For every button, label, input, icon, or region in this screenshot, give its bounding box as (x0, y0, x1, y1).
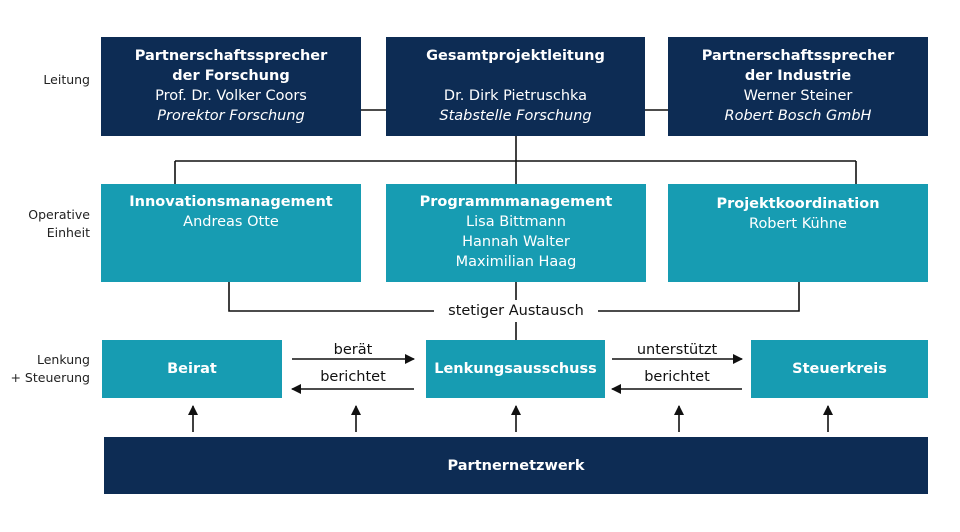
box-person-name: Andreas Otte (183, 214, 279, 230)
box-programmmanagement: Programmmanagement Lisa Bittmann Hannah … (386, 184, 646, 282)
box-innovationsmanagement: Innovationsmanagement Andreas Otte (101, 184, 361, 282)
box-person-name: Prof. Dr. Volker Coors (155, 88, 307, 104)
box-partnernetzwerk: Partnernetzwerk (104, 437, 928, 494)
box-spacer (513, 66, 518, 86)
box-person-name: Maximilian Haag (455, 254, 577, 270)
edge-label-berichtet-right: berichtet (644, 369, 710, 385)
row-label-operative-line1: Operative (28, 207, 90, 222)
box-gesamtprojektleitung: Gesamtprojektleitung Dr. Dirk Pietruschk… (386, 37, 645, 136)
box-title: Steuerkreis (792, 361, 887, 377)
edge-label-unterstuetzt: unterstützt (636, 342, 718, 358)
box-title-line2: der Forschung (172, 68, 290, 84)
box-title: Partnernetzwerk (447, 457, 585, 474)
box-person-role: Stabstelle Forschung (439, 108, 592, 124)
box-person-role: Robert Bosch GmbH (724, 108, 872, 124)
box-title-line2: der Industrie (744, 68, 852, 84)
edge-label-berichtet-left: berichtet (320, 369, 386, 385)
box-title: Gesamtprojektleitung (426, 48, 605, 64)
row-label-lenkung-line2: + Steuerung (10, 370, 90, 385)
box-partnerschaftssprecher-industrie: Partnerschaftssprecher der Industrie Wer… (668, 37, 928, 136)
box-title-line1: Partnerschaftssprecher (701, 48, 895, 64)
row-label-operative-line2: Einheit (46, 225, 90, 240)
row-label-leitung: Leitung (6, 71, 90, 89)
edge-label-beraet: berät (333, 342, 373, 358)
box-title: Beirat (167, 361, 217, 377)
box-person-name: Werner Steiner (743, 88, 853, 104)
row-label-lenkung-line1: Lenkung (37, 352, 90, 367)
box-person-name: Dr. Dirk Pietruschka (443, 88, 588, 104)
box-title-line1: Partnerschaftssprecher (134, 48, 328, 64)
box-person-role: Prorektor Forschung (157, 108, 305, 124)
row-label-operative: Operative Einheit (6, 206, 90, 242)
box-person-name: Lisa Bittmann (466, 214, 566, 230)
box-title: Programmmanagement (419, 194, 613, 210)
box-lenkungsausschuss: Lenkungsausschuss (426, 340, 605, 398)
box-title: Lenkungsausschuss (434, 361, 597, 377)
box-title: Projektkoordination (716, 196, 880, 212)
box-partnerschaftssprecher-forschung: Partnerschaftssprecher der Forschung Pro… (101, 37, 361, 136)
austausch-label: stetiger Austausch (434, 300, 598, 322)
box-beirat: Beirat (102, 340, 282, 398)
row-label-lenkung: Lenkung + Steuerung (6, 351, 90, 387)
box-steuerkreis: Steuerkreis (751, 340, 928, 398)
box-person-name: Robert Kühne (749, 216, 847, 232)
row-label-leitung-text: Leitung (43, 72, 90, 87)
box-title: Innovationsmanagement (129, 194, 333, 210)
box-projektkoordination: Projektkoordination Robert Kühne (668, 184, 928, 282)
box-person-name: Hannah Walter (462, 234, 570, 250)
